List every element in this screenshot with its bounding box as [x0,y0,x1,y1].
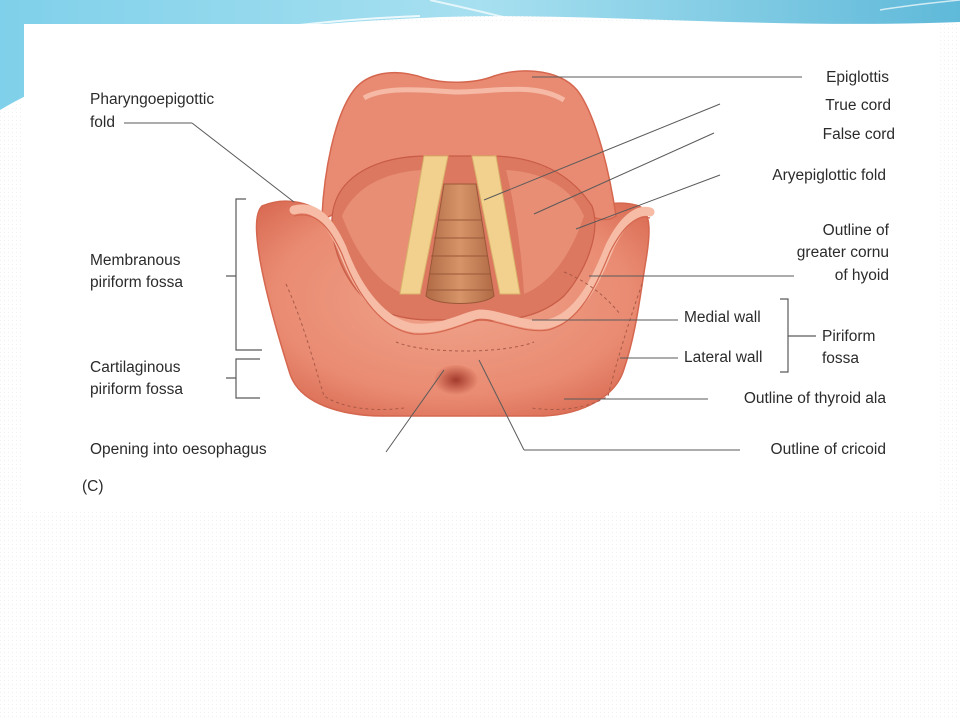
label-piriform-fossa-2: fossa [822,350,859,367]
label-cartilaginous-1: Cartilaginous [90,359,181,376]
cartilaginous-bracket [226,358,260,399]
label-piriform-fossa-1: Piriform [822,328,875,345]
label-medial-wall: Medial wall [684,309,761,326]
cricoid-outline [395,341,535,352]
label-aryepiglottic-fold: Aryepiglottic fold [772,167,886,184]
label-membranous-1: Membranous [90,252,181,269]
larynx-diagram: Epiglottis True cord False cord Aryepigl… [82,69,895,495]
label-greater-cornu-2: greater cornu [797,244,889,261]
label-lateral-wall: Lateral wall [684,349,762,366]
label-epiglottis: Epiglottis [826,69,889,86]
label-greater-cornu-1: Outline of [823,222,890,239]
label-pharyngoepiglottic-1: Pharyngoepigottic [90,91,214,108]
label-pharyngoepiglottic-2: fold [90,114,115,131]
label-greater-cornu-3: of hyoid [835,267,889,284]
label-cricoid: Outline of cricoid [771,441,886,458]
false-cord-left [342,170,422,294]
true-cord-left [399,155,449,295]
aryepiglottic-fold [289,204,655,333]
thyroid-ala-outline [285,283,405,410]
panel-letter: (C) [82,478,104,495]
false-cord-right [506,170,584,294]
true-cord-right [471,155,521,295]
label-membranous-2: piriform fossa [90,274,183,291]
label-cartilaginous-2: piriform fossa [90,381,183,398]
label-false-cord: False cord [823,126,895,143]
oesophagus-opening [434,365,478,395]
greater-cornu-outline [563,271,621,315]
leader-lines [124,76,802,453]
membranous-bracket [226,198,262,351]
label-true-cord: True cord [825,97,891,114]
label-thyroid-ala: Outline of thyroid ala [744,390,887,407]
piriform-bracket [780,298,816,373]
figure-panel: Epiglottis True cord False cord Aryepigl… [24,24,940,512]
label-oesophagus: Opening into oesophagus [90,441,267,458]
